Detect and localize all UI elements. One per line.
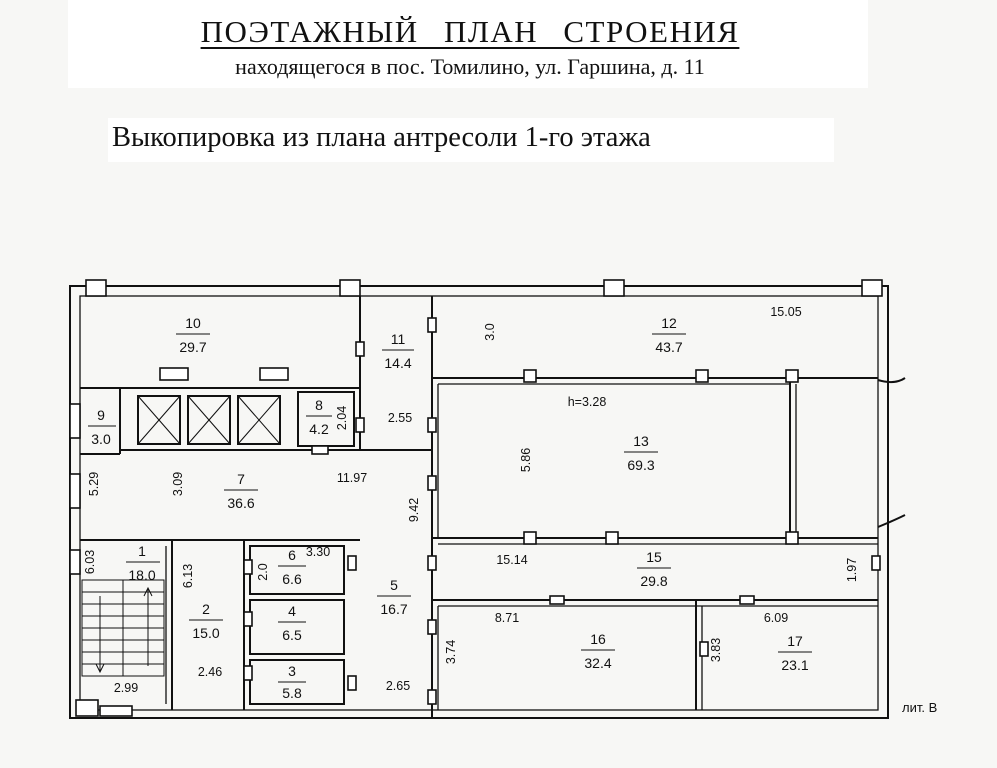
dim-5-86: 5.86: [519, 448, 533, 472]
dim-height: h=3.28: [568, 395, 607, 409]
room-area-16: 32.4: [584, 655, 611, 671]
plan-walls: [69, 279, 906, 719]
room-area-9: 3.0: [91, 431, 111, 447]
dim-3-0: 3.0: [483, 323, 497, 340]
room-number-9: 9: [97, 407, 105, 423]
room-number-5: 5: [390, 577, 398, 593]
wall-break-bottom: [877, 514, 906, 528]
elevator-shafts: [137, 395, 281, 445]
columns: [69, 279, 883, 717]
room-area-2: 15.0: [192, 625, 219, 641]
room-area-5: 16.7: [380, 601, 407, 617]
room-area-11: 14.4: [384, 355, 411, 371]
dim-6-09: 6.09: [764, 611, 788, 625]
wall-room4: [249, 599, 345, 655]
dim-3-83: 3.83: [709, 638, 723, 662]
room-area-13: 69.3: [627, 457, 654, 473]
room-number-7: 7: [237, 471, 245, 487]
dim-2-65: 2.65: [386, 679, 410, 693]
room-number-16: 16: [590, 631, 606, 647]
dim-2-99: 2.99: [114, 681, 138, 695]
dim-15-14: 15.14: [496, 553, 527, 567]
room-number-11: 11: [391, 331, 406, 347]
room-number-6: 6: [288, 547, 296, 563]
room-area-8: 4.2: [309, 421, 329, 437]
dim-3-09: 3.09: [171, 472, 185, 496]
inner-wall-line: [79, 295, 879, 711]
room-number-1: 1: [138, 543, 146, 559]
room-number-4: 4: [288, 603, 296, 619]
document-title-text: ПОЭТАЖНЫЙ ПЛАН СТРОЕНИЯ: [200, 14, 740, 49]
room-area-10: 29.7: [179, 339, 206, 355]
room-number-12: 12: [661, 315, 677, 331]
dim-5-29: 5.29: [87, 472, 101, 496]
header-band: [68, 0, 868, 88]
room-number-17: 17: [787, 633, 803, 649]
room-number-2: 2: [202, 601, 210, 617]
room-number-8: 8: [315, 397, 323, 413]
dim-8-71: 8.71: [495, 611, 519, 625]
dim-3-74: 3.74: [444, 640, 458, 664]
dim-9-42: 9.42: [407, 498, 421, 522]
document-title: ПОЭТАЖНЫЙ ПЛАН СТРОЕНИЯ: [0, 14, 940, 50]
dim-6-13: 6.13: [181, 564, 195, 588]
room-number-15: 15: [646, 549, 662, 565]
room-number-3: 3: [288, 663, 296, 679]
wall-room3: [249, 659, 345, 705]
room-number-13: 13: [633, 433, 649, 449]
staircase: [81, 579, 165, 677]
building-label: лит. В: [902, 700, 937, 715]
document-subtitle: Выкопировка из плана антресоли 1-го этаж…: [112, 122, 651, 153]
dim-2-04: 2.04: [335, 406, 349, 430]
room-area-12: 43.7: [655, 339, 682, 355]
dim-2-55: 2.55: [388, 411, 412, 425]
room-area-7: 36.6: [227, 495, 254, 511]
dimension-labels: 15.05 3.0 h=3.28 2.04 2.55 5.86 11.97 3.…: [83, 305, 859, 695]
dim-11-97: 11.97: [337, 471, 367, 485]
room-area-15: 29.8: [640, 573, 667, 589]
room-area-4: 6.5: [282, 627, 302, 643]
room-area-1: 18.0: [128, 567, 155, 583]
dim-1-97: 1.97: [845, 558, 859, 582]
room-area-3: 5.8: [282, 685, 302, 701]
dim-2-0: 2.0: [256, 563, 270, 580]
dim-2-46: 2.46: [198, 665, 222, 679]
dim-15-05: 15.05: [770, 305, 801, 319]
room-number-10: 10: [185, 315, 201, 331]
room-labels: 10 29.7 11 14.4 12 43.7 9 3.0 8 4.2 13 6…: [88, 315, 812, 701]
room-area-6: 6.6: [282, 571, 302, 587]
dim-6-03: 6.03: [83, 550, 97, 574]
document-address: находящегося в пос. Томилино, ул. Гаршин…: [235, 54, 705, 79]
dim-3-30: 3.30: [306, 545, 330, 559]
room-area-17: 23.1: [781, 657, 808, 673]
subtitle-band: [108, 118, 834, 162]
wall-break-top: [877, 377, 906, 384]
